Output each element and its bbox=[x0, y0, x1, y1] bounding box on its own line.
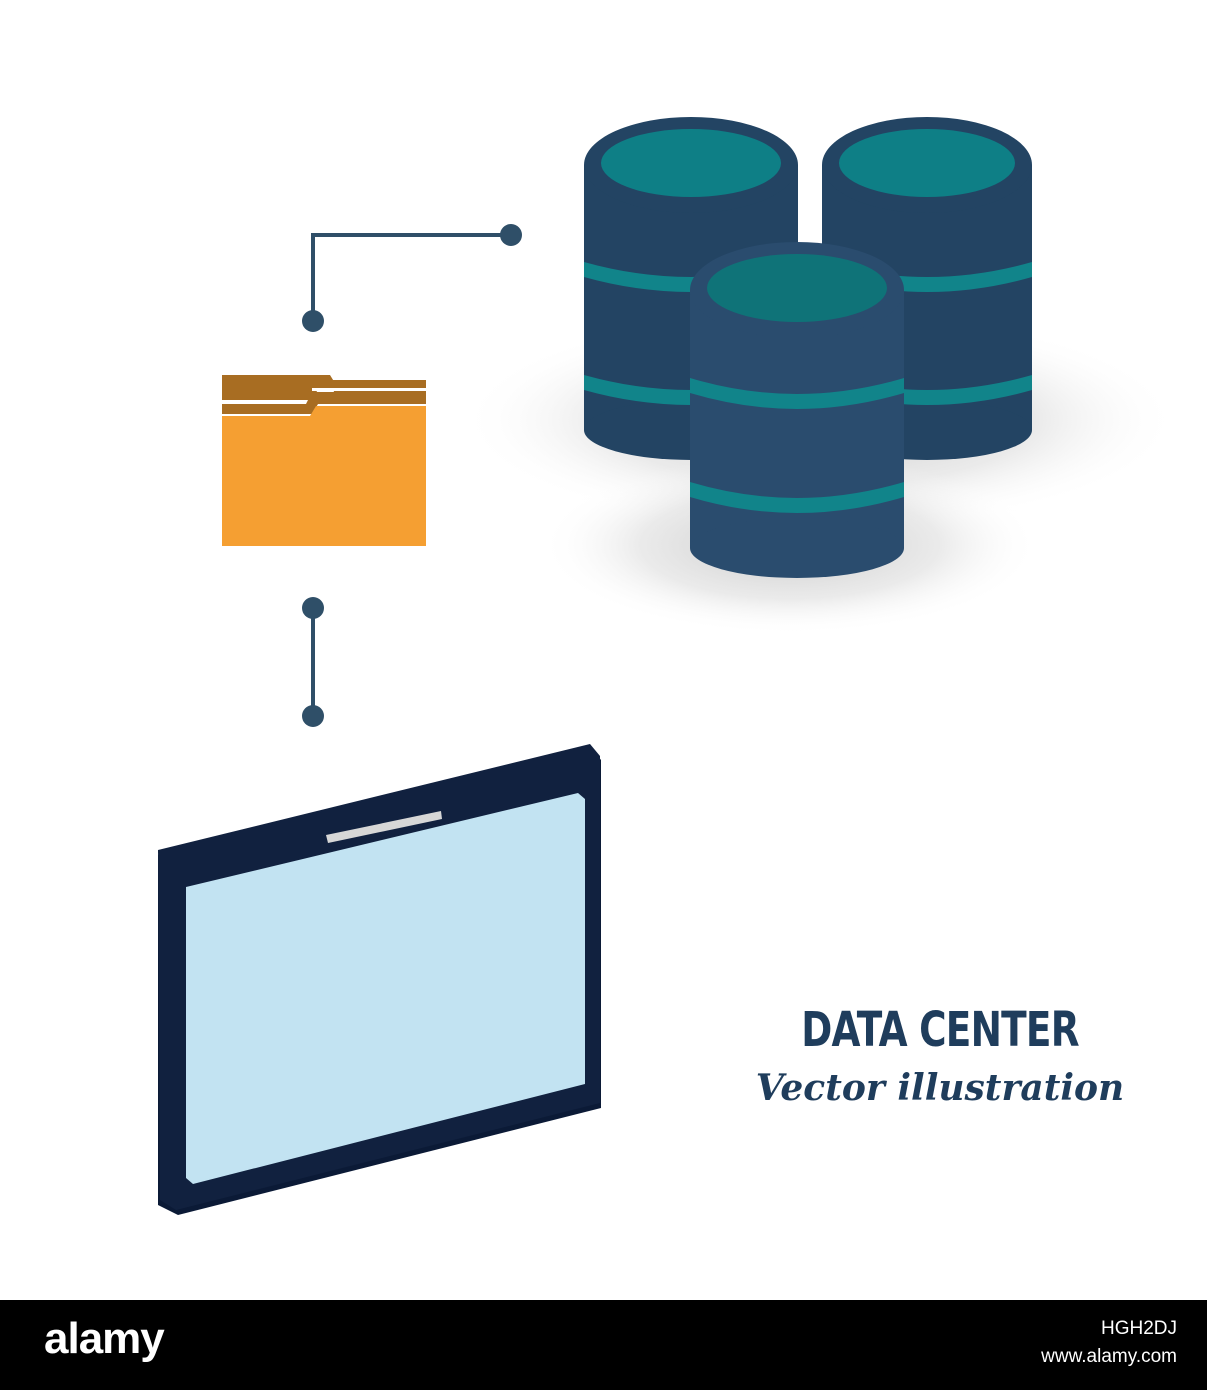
footer-url: www.alamy.com bbox=[1041, 1346, 1177, 1367]
footer-logo: alamy bbox=[44, 1314, 165, 1363]
footer-image-id: HGH2DJ bbox=[1100, 1318, 1177, 1339]
title-block: DATA CENTER Vector illustration bbox=[720, 1000, 1160, 1116]
title-subtitle: Vector illustration bbox=[755, 1067, 1125, 1109]
connector-line-icon bbox=[311, 233, 511, 716]
server-front bbox=[690, 242, 904, 578]
tablet-icon bbox=[158, 744, 601, 1215]
watermark-footer: alamy HGH2DJ www.alamy.com bbox=[0, 1300, 1207, 1390]
tablet-speaker bbox=[326, 811, 442, 843]
folder-icon bbox=[222, 375, 426, 546]
title-main: DATA CENTER bbox=[801, 1002, 1079, 1058]
connector-dots bbox=[302, 224, 522, 727]
data-center-illustration bbox=[158, 117, 1180, 1215]
server-stack-icon bbox=[584, 117, 1032, 578]
